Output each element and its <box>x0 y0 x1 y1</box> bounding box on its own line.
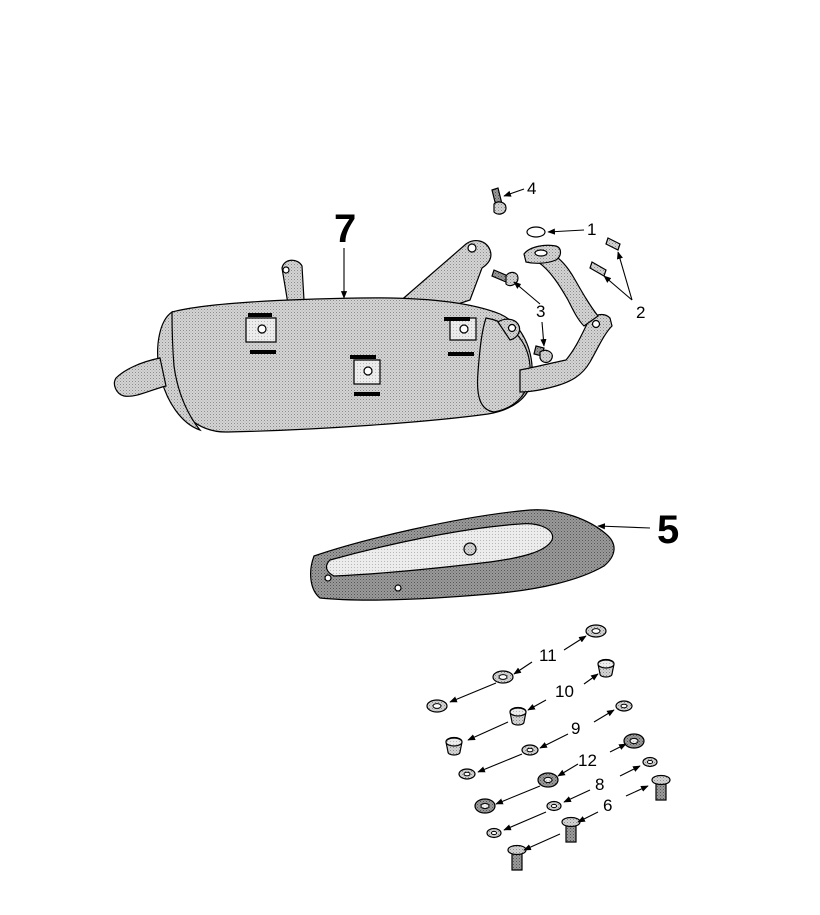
washer-set-8 <box>486 756 658 839</box>
gasket-ring <box>526 226 546 238</box>
collar-set-10 <box>445 658 615 756</box>
muffler-assembly <box>113 240 613 433</box>
washer-set-9 <box>458 700 633 780</box>
callout-3: 3 <box>536 302 545 321</box>
callout-10: 10 <box>555 682 574 701</box>
rubber-bush-set-12 <box>474 733 645 814</box>
strap-mark <box>250 350 276 354</box>
callout-1: 1 <box>587 220 596 239</box>
strap-mark <box>354 392 380 396</box>
leader-lines <box>340 188 651 851</box>
washer-set-11 <box>426 624 607 713</box>
callout-8: 8 <box>595 775 604 794</box>
stud-bolts <box>589 237 621 277</box>
callout-4: 4 <box>527 179 536 198</box>
mounting-bolts <box>491 269 553 364</box>
callout-11: 11 <box>539 646 557 665</box>
strap-mark <box>448 352 474 356</box>
callout-7: 7 <box>334 207 356 251</box>
callout-9: 9 <box>571 719 580 738</box>
strap-mark <box>444 317 470 321</box>
callout-5: 5 <box>657 508 679 552</box>
flange-bolt <box>491 187 507 215</box>
strap-mark <box>350 355 376 359</box>
heat-shield <box>310 509 615 601</box>
callout-12: 12 <box>578 751 597 770</box>
callout-2: 2 <box>636 303 645 322</box>
callout-6: 6 <box>603 796 612 815</box>
exhaust-flange <box>523 244 562 264</box>
strap-mark <box>248 313 272 317</box>
